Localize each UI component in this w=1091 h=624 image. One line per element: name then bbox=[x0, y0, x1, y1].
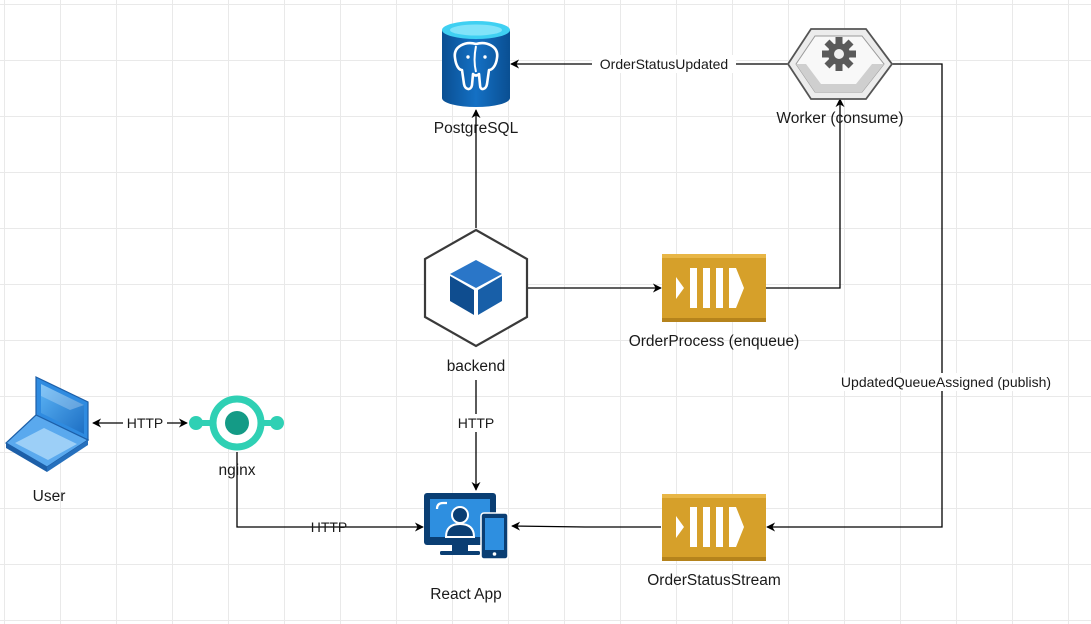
node-nginx[interactable]: nginx bbox=[189, 395, 284, 479]
nginx-label: nginx bbox=[218, 462, 255, 479]
edge-labels: OrderStatusUpdated UpdatedQueueAssigned … bbox=[123, 55, 1063, 535]
worker-gear-icon bbox=[786, 28, 894, 100]
edge-worker-stream bbox=[766, 63, 943, 532]
edge-nginx-react bbox=[236, 452, 424, 532]
queue-icon bbox=[662, 254, 766, 322]
backend-label: backend bbox=[447, 358, 506, 375]
laptop-icon bbox=[5, 376, 90, 472]
order-status-stream-label: OrderStatusStream bbox=[647, 572, 781, 589]
edge-stream-react bbox=[511, 521, 661, 531]
node-worker[interactable]: Worker (consume) bbox=[776, 28, 904, 127]
worker-label: Worker (consume) bbox=[776, 110, 903, 127]
node-postgresql[interactable]: PostgreSQL bbox=[434, 21, 519, 137]
node-backend[interactable]: backend bbox=[423, 228, 529, 375]
edge-label-backend-http: HTTP bbox=[458, 415, 495, 431]
react-app-label: React App bbox=[430, 586, 502, 603]
edge-label-updated-queue-assigned: UpdatedQueueAssigned (publish) bbox=[841, 374, 1051, 390]
edges bbox=[92, 59, 943, 532]
user-label: User bbox=[33, 488, 66, 505]
node-order-process[interactable]: OrderProcess (enqueue) bbox=[629, 254, 800, 350]
node-order-status-stream[interactable]: OrderStatusStream bbox=[647, 494, 781, 589]
react-app-icon bbox=[424, 493, 509, 560]
node-react-app[interactable]: React App bbox=[424, 493, 509, 603]
postgresql-icon bbox=[442, 21, 510, 107]
queue-icon bbox=[662, 494, 766, 561]
edge-label-user-http: HTTP bbox=[127, 415, 164, 431]
order-process-label: OrderProcess (enqueue) bbox=[629, 333, 800, 350]
edge-label-order-status-updated: OrderStatusUpdated bbox=[600, 56, 728, 72]
postgresql-label: PostgreSQL bbox=[434, 120, 519, 137]
edge-label-nginx-http: HTTP bbox=[311, 519, 348, 535]
nginx-icon bbox=[189, 395, 284, 451]
edge-orderprocess-worker bbox=[766, 98, 845, 289]
node-user[interactable]: User bbox=[5, 376, 90, 505]
backend-cube-icon bbox=[423, 228, 529, 348]
